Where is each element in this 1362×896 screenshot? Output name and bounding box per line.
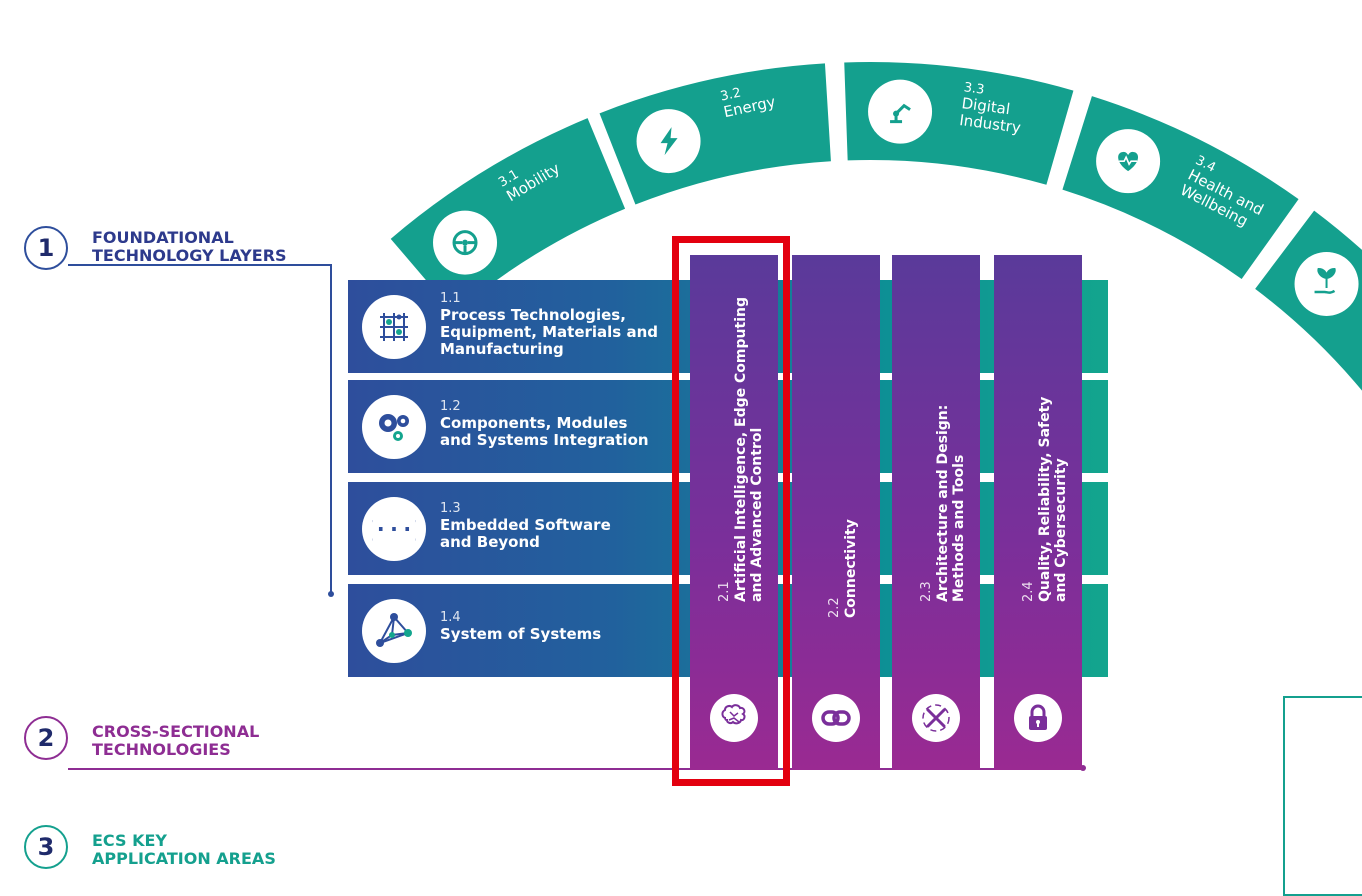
- layer-title-line: System of Systems: [440, 625, 602, 643]
- layer-title-line: Process Technologies,: [440, 306, 626, 324]
- layer-number: 1.1: [440, 291, 461, 306]
- legend-2-connector: [68, 768, 1082, 770]
- legend-2-end-dot: [1080, 765, 1086, 771]
- robot-arm-icon: [890, 103, 911, 124]
- application-areas-arc: 3.1Mobility3.2Energy3.3DigitalIndustry3.…: [390, 62, 1362, 433]
- legend-1-end-dot: [328, 591, 334, 597]
- code-braces-icon: {···}: [362, 497, 426, 561]
- col-title-line: Methods and Tools: [951, 454, 967, 602]
- col-number: 2.3: [919, 581, 934, 602]
- layer-number: 1.3: [440, 501, 461, 516]
- application-area-number: 3.3: [963, 80, 985, 98]
- legend-3-circle: 3: [24, 825, 68, 869]
- plant-hand-icon: [1314, 267, 1336, 294]
- svg-text:{···}: {···}: [372, 518, 416, 543]
- cross-col-2-3: 2.3 Architecture and Design: Methods and…: [892, 255, 980, 770]
- layer-title-line: Manufacturing: [440, 340, 564, 358]
- layer-title-line: Embedded Software: [440, 516, 611, 534]
- col-title-line: and Cybersecurity: [1053, 458, 1069, 602]
- cross-col-2-4: 2.4 Quality, Reliability, Safety and Cyb…: [994, 255, 1082, 770]
- col-number: 2.4: [1021, 581, 1036, 602]
- layer-number: 1.2: [440, 399, 461, 414]
- chip-grid-icon: [362, 295, 426, 359]
- col-title-line: Architecture and Design:: [935, 404, 951, 602]
- layer-title-line: Equipment, Materials and: [440, 323, 658, 341]
- network-icon: [362, 599, 426, 663]
- col-number: 2.2: [827, 597, 842, 618]
- link-icon: [812, 694, 860, 742]
- layer-title-line: Components, Modules: [440, 414, 628, 432]
- cross-col-2-2: 2.2 Connectivity: [792, 255, 880, 770]
- legend-1-vertical-line: [330, 264, 332, 594]
- application-area-number: 3.2: [719, 86, 742, 105]
- application-area-segment: [599, 63, 831, 205]
- lightning-icon: [660, 127, 678, 156]
- application-area-segment: [1062, 96, 1299, 279]
- tools-icon: [912, 694, 960, 742]
- cross-col-2-1: 2.1 Artificial Intelligence, Edge Comput…: [690, 255, 778, 770]
- layer-title-line: and Systems Integration: [440, 431, 649, 449]
- highlight-box-2-1: [672, 236, 790, 786]
- legend-2-circle: 2: [24, 716, 68, 760]
- legend-1-connector: [68, 264, 330, 266]
- layer-number: 1.4: [440, 610, 461, 625]
- padlock-icon: [1014, 694, 1062, 742]
- layer-title-line: and Beyond: [440, 533, 540, 551]
- application-area-segment: [1255, 210, 1362, 391]
- col-title-line: Quality, Reliability, Safety: [1037, 396, 1053, 602]
- right-panel-frame: [1283, 696, 1362, 896]
- legend-1-circle: 1: [24, 226, 68, 270]
- heart-pulse-icon: [1118, 151, 1139, 172]
- col-title-line: Connectivity: [843, 519, 859, 618]
- steering-wheel-icon: [452, 230, 478, 256]
- gears-icon: [362, 395, 426, 459]
- brain-icon: [710, 694, 758, 742]
- application-area-3-5: 3.5Agrifood andNatural Resources: [1255, 210, 1362, 433]
